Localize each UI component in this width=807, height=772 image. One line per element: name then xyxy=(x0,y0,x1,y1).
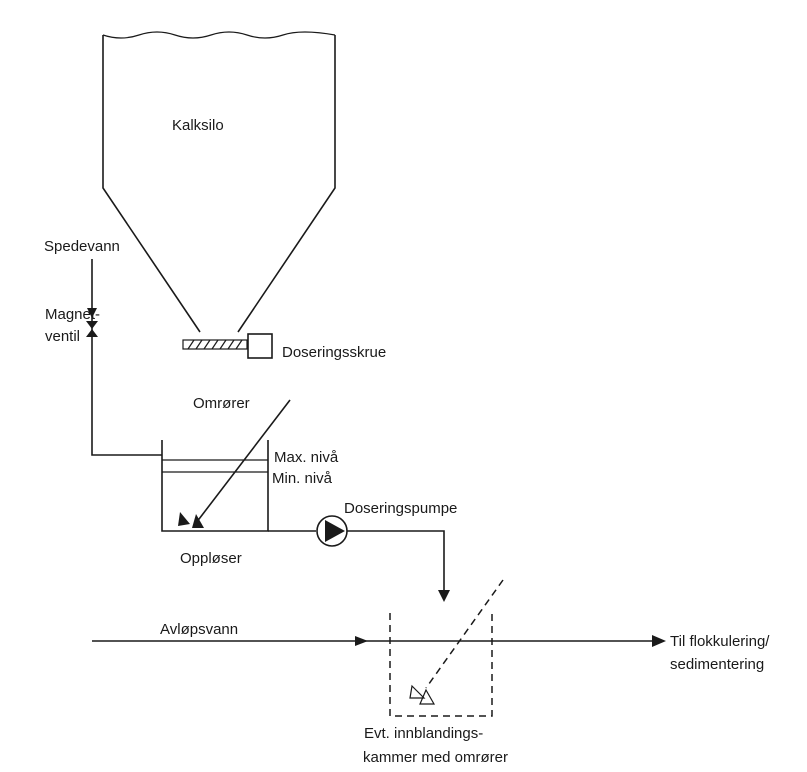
dosing-screw-label: Doseringsskrue xyxy=(282,344,386,361)
outlet-arrow-icon xyxy=(652,635,666,647)
stirrer-blade-icon xyxy=(178,512,190,526)
silo-label: Kalksilo xyxy=(172,117,224,134)
dissolver-stirrer: Omrører xyxy=(178,395,291,528)
min-level-label: Min. nivå xyxy=(272,470,333,487)
dosing-arrow-icon xyxy=(438,590,450,602)
flow-arrow-icon xyxy=(87,308,97,318)
dosing-pump-line: Doseringspumpe xyxy=(268,500,457,602)
wastewater-label: Avløpsvann xyxy=(160,621,238,638)
wastewater-inflow-arrow-icon xyxy=(355,636,368,646)
dosing-pump-label: Doseringspumpe xyxy=(344,500,457,517)
solenoid-valve-label-line1: Magnet- xyxy=(45,306,100,323)
stirrer-label: Omrører xyxy=(193,395,250,412)
wastewater-line: Avløpsvann Til flokkulering/ sedimenteri… xyxy=(92,621,770,673)
outlet-label-line1: Til flokkulering/ xyxy=(670,633,770,650)
lime-silo: Kalksilo xyxy=(102,31,336,333)
outlet-label-line2: sedimentering xyxy=(670,656,764,673)
dosing-screw-motor xyxy=(247,333,273,359)
mixing-stirrer-shaft xyxy=(425,579,504,689)
dilution-water-line: Spedevann Magnet- ventil xyxy=(44,238,162,456)
dilution-water-label: Spedevann xyxy=(44,238,120,255)
mixing-chamber-label-line1: Evt. innblandings- xyxy=(364,725,483,742)
mixing-stirrer-blade-icon xyxy=(409,684,426,699)
mixing-chamber-label-line2: kammer med omrører xyxy=(363,749,508,766)
max-level-label: Max. nivå xyxy=(274,449,339,466)
solenoid-valve-icon xyxy=(86,321,98,329)
mixing-chamber: Evt. innblandings- kammer med omrører xyxy=(363,579,508,766)
dosing-screw: Doseringsskrue xyxy=(182,333,386,361)
dissolver-label: Oppløser xyxy=(180,550,242,567)
dissolver-tank: Max. nivå Min. nivå Oppløser xyxy=(161,440,339,567)
solenoid-valve-label-line2: ventil xyxy=(45,328,80,345)
